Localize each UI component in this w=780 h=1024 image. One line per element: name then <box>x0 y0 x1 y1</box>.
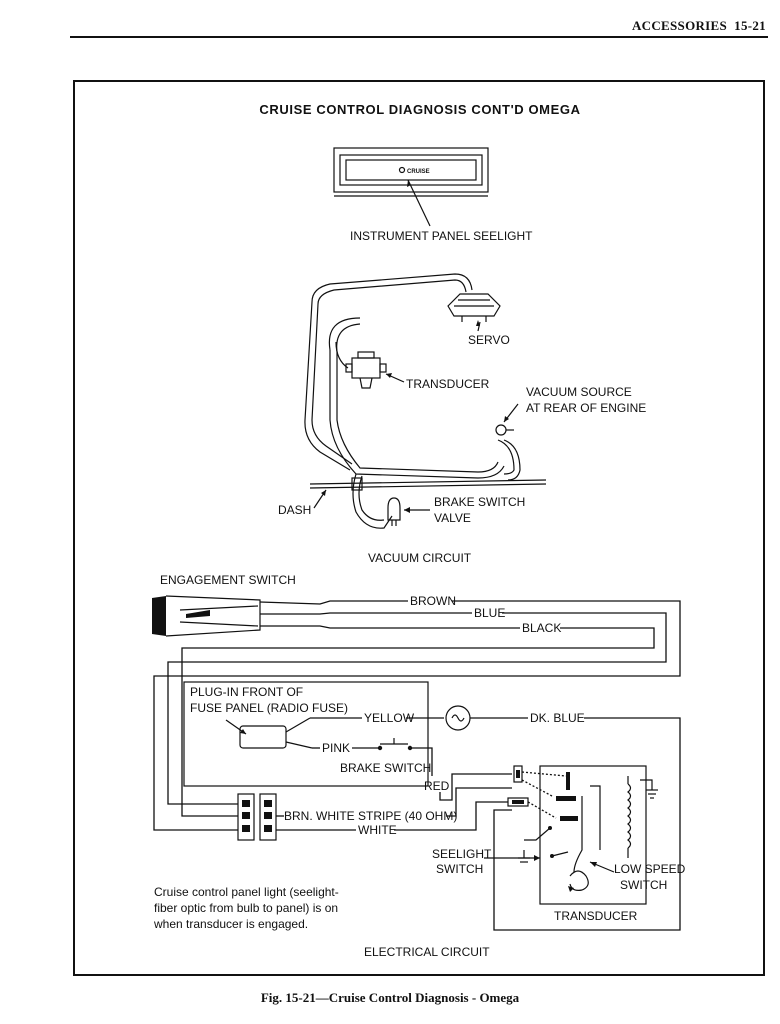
label-transducer-box: TRANSDUCER <box>554 909 638 923</box>
vacuum-hoses <box>304 273 521 529</box>
wire-label-red: RED <box>424 779 450 793</box>
brake-switch-valve <box>387 497 430 526</box>
figure-frame <box>73 80 765 976</box>
label-instrument-panel-seelight: INSTRUMENT PANEL SEELIGHT <box>350 229 533 243</box>
label-servo: SERVO <box>468 333 510 347</box>
label-brake-switch-valve-1: BRAKE SWITCH <box>434 495 525 509</box>
page-header: ACCESSORIES 15-21 <box>632 18 766 34</box>
header-page-number: 15-21 <box>734 18 766 33</box>
label-low-speed-switch-2: SWITCH <box>620 878 667 892</box>
label-vacuum-circuit: VACUUM CIRCUIT <box>368 551 472 565</box>
header-section: ACCESSORIES <box>631 18 728 33</box>
label-brake-switch: BRAKE SWITCH <box>340 761 431 775</box>
transducer-box <box>539 765 647 905</box>
wire-dk-blue-right <box>493 717 681 931</box>
low-speed-switch-icon <box>568 861 615 892</box>
note-line-3: when transducer is engaged. <box>153 917 308 931</box>
wire-brn-white-right <box>446 787 512 817</box>
engagement-wires <box>153 600 681 831</box>
figure-caption: Fig. 15-21—Cruise Control Diagnosis - Om… <box>260 990 520 1005</box>
header-rule <box>70 36 768 38</box>
label-transducer: TRANSDUCER <box>406 377 490 391</box>
wire-label-brown: BROWN <box>410 594 456 608</box>
transducer-unit <box>345 351 405 389</box>
transducer-contacts <box>556 772 601 873</box>
wire-white-right <box>394 801 508 831</box>
fuse-plug <box>225 717 313 749</box>
seelight-switch-ground <box>518 826 569 863</box>
label-vacuum-source-2: AT REAR OF ENGINE <box>526 401 646 415</box>
dash-panel-line <box>309 477 547 509</box>
label-seelight-switch-1: SEELIGHT <box>432 847 492 861</box>
label-seelight-switch-2: SWITCH <box>436 862 483 876</box>
label-brake-switch-valve-2: VALVE <box>434 511 471 525</box>
label-engagement-switch: ENGAGEMENT SWITCH <box>160 573 296 587</box>
wire-red <box>439 773 512 801</box>
servo-unit <box>447 293 501 332</box>
diagram-title: CRUISE CONTROL DIAGNOSIS CONT'D OMEGA <box>259 102 580 117</box>
coil-icon <box>627 776 658 858</box>
seelight-badge: CRUISE <box>407 169 430 175</box>
label-dash: DASH <box>278 503 311 517</box>
wire-label-brn-white: BRN. WHITE STRIPE (40 OHM) <box>284 809 457 823</box>
vacuum-source <box>495 403 519 436</box>
connector-right <box>259 793 277 841</box>
note-line-1: Cruise control panel light (seelight- <box>154 885 339 899</box>
brake-switch <box>352 738 433 776</box>
wire-label-pink: PINK <box>322 741 350 755</box>
bulb-icon <box>445 705 471 731</box>
wire-label-white: WHITE <box>358 823 397 837</box>
label-vacuum-source-1: VACUUM SOURCE <box>526 385 632 399</box>
engagement-switch <box>152 595 261 637</box>
wire-label-black: BLACK <box>522 621 561 635</box>
wire-label-blue: BLUE <box>474 606 505 620</box>
label-plug-in-1: PLUG-IN FRONT OF <box>190 685 303 699</box>
label-electrical-circuit: ELECTRICAL CIRCUIT <box>364 945 490 959</box>
connector-left <box>237 793 255 841</box>
plug-in-box <box>183 681 429 787</box>
label-low-speed-switch-1: LOW SPEED <box>614 862 686 876</box>
transducer-terminals <box>507 765 567 819</box>
instrument-panel-seelight: CRUISE <box>333 147 489 227</box>
wire-label-yellow: YELLOW <box>364 711 415 725</box>
cruise-lamp-icon <box>398 166 406 174</box>
note-line-2: fiber optic from bulb to panel) is on <box>154 901 338 915</box>
wire-label-dk-blue: DK. BLUE <box>530 711 585 725</box>
label-plug-in-2: FUSE PANEL (RADIO FUSE) <box>190 701 348 715</box>
